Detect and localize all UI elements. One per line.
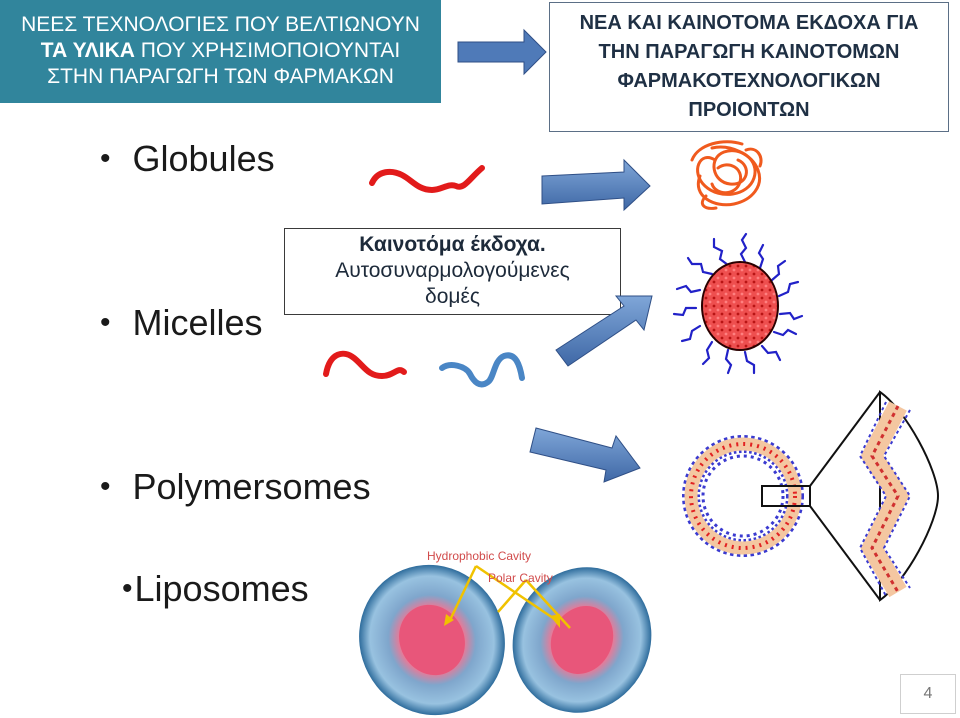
bullet-liposomes: •Liposomes xyxy=(122,568,309,610)
label-hydrophobic-cavity: Hydrophobic Cavity xyxy=(427,549,532,563)
excipients-line-3: δομές xyxy=(425,285,480,308)
red-chain-micelle-icon xyxy=(323,350,407,380)
page-number: 4 xyxy=(900,674,956,714)
label-polar-cavity: Polar Cavity xyxy=(488,571,553,585)
bullet-polymersomes: • Polymersomes xyxy=(100,466,371,508)
bullet-dot-icon: • xyxy=(100,306,111,339)
bullet-label: Polymersomes xyxy=(132,466,371,507)
slide-title-box: ΝΕΕΣ ΤΕΧΝΟΛΟΓΙΕΣ ΠΟΥ ΒΕΛΤΙΩΝΟΥΝ ΤΑ ΥΛΙΚΑ… xyxy=(0,0,441,103)
arrow-globules-icon xyxy=(541,158,651,212)
bullet-label: Micelles xyxy=(132,302,263,343)
bullet-label: Liposomes xyxy=(134,568,309,609)
excipients-box: Καινοτόμα έκδοχα. Αυτοσυναρμολογούμενες … xyxy=(284,228,621,315)
title-line-2-rest: ΠΟΥ ΧΡΗΣΙΜΟΠΟΙΟΥΝΤΑΙ xyxy=(134,39,401,62)
result-line-1: ΝΕΑ ΚΑΙ ΚΑΙΝΟΤΟΜΑ ΕΚΔΟΧΑ ΓΙΑ xyxy=(579,12,919,34)
title-line-1: ΝΕΕΣ ΤΕΧΝΟΛΟΓΙΕΣ ΠΟΥ ΒΕΛΤΙΩΝΟΥΝ xyxy=(21,13,420,36)
bullet-dot-icon: • xyxy=(100,142,111,175)
bullet-globules: • Globules xyxy=(100,138,275,180)
blue-chain-icon xyxy=(439,352,525,388)
title-line-2: ΤΑ ΥΛΙΚΑ ΠΟΥ ΧΡΗΣΙΜΟΠΟΙΟΥΝΤΑΙ xyxy=(0,38,441,64)
polymersome-icon xyxy=(682,435,811,557)
bullet-dot-icon: • xyxy=(100,470,111,503)
result-line-3: ΦΑΡΜΑΚΟΤΕΧΝΟΛΟΓΙΚΩΝ xyxy=(617,70,881,92)
excipients-line-2: Αυτοσυναρμολογούμενες xyxy=(335,259,570,282)
bullet-micelles: • Micelles xyxy=(100,302,263,344)
globule-tangle-icon xyxy=(690,140,763,210)
result-line-2: ΤΗΝ ΠΑΡΑΓΩΓΗ ΚΑΙΝΟΤΟΜΩΝ xyxy=(598,41,900,63)
arrow-polymersomes-icon xyxy=(529,427,641,483)
red-chain-icon xyxy=(369,165,485,194)
title-line-3: ΣΤΗΝ ΠΑΡΑΓΩΓΗ ΤΩΝ ΦΑΡΜΑΚΩΝ xyxy=(47,65,394,88)
liposome-illustration xyxy=(346,544,662,718)
title-bold-text: ΤΑ ΥΛΙΚΑ xyxy=(40,39,135,62)
arrow-micelles-icon xyxy=(555,295,653,367)
membrane-zoom-icon xyxy=(809,390,940,602)
micelle-icon xyxy=(672,232,804,375)
main-arrow-icon xyxy=(457,28,547,76)
bullet-label: Globules xyxy=(132,138,275,179)
excipients-bold: Καινοτόμα έκδοχα. xyxy=(359,233,546,256)
result-line-4: ΠΡΟΙΟΝΤΩΝ xyxy=(688,99,810,121)
result-box: ΝΕΑ ΚΑΙ ΚΑΙΝΟΤΟΜΑ ΕΚΔΟΧΑ ΓΙΑ ΤΗΝ ΠΑΡΑΓΩΓ… xyxy=(549,2,949,132)
bullet-dot-icon: • xyxy=(122,572,133,605)
